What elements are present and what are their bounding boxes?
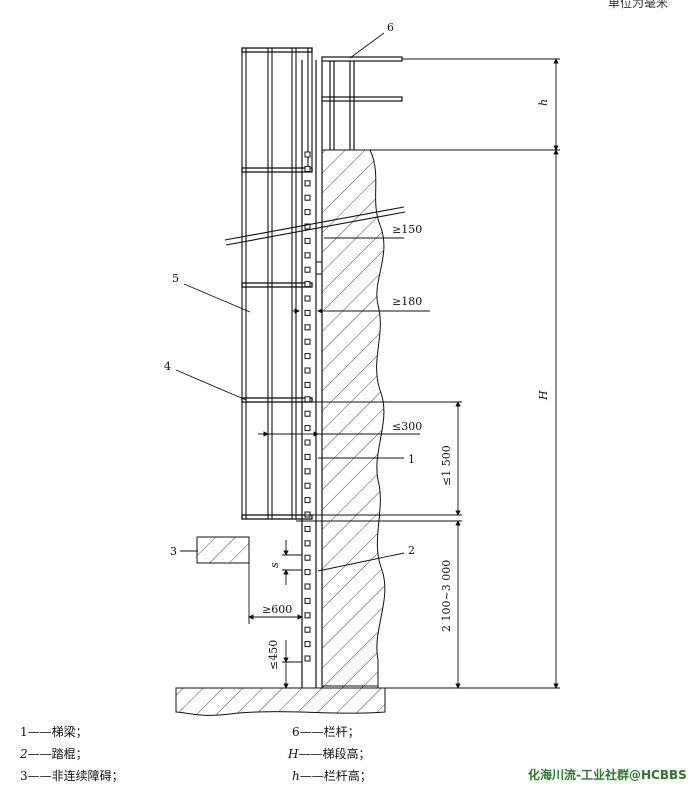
rung xyxy=(304,353,311,360)
ladder-rungs xyxy=(304,151,311,662)
legend-key: 6 xyxy=(292,725,300,739)
rung xyxy=(304,655,311,662)
rung xyxy=(304,151,311,158)
dim-1500-label: ≤1 500 xyxy=(440,445,453,486)
dim-150-label: ≥150 xyxy=(392,223,422,236)
rung xyxy=(304,641,311,648)
cage-vertical-bars xyxy=(241,48,313,519)
rung xyxy=(304,338,311,345)
legend-text: 梯段高； xyxy=(322,747,371,761)
bracket xyxy=(315,238,323,275)
rung xyxy=(304,468,311,475)
rung xyxy=(304,180,311,187)
rung xyxy=(304,266,311,273)
callout-5: 5 xyxy=(172,272,179,285)
legend-text: 踏棍； xyxy=(51,747,88,761)
callout-3: 3 xyxy=(170,545,177,558)
rung xyxy=(304,381,311,388)
obstacle-hatched xyxy=(196,536,250,564)
rung xyxy=(304,612,311,619)
rung xyxy=(304,439,311,446)
legend-key: 3 xyxy=(20,769,28,783)
rung xyxy=(304,223,311,230)
watermark: 化海川流-工业社群@HCBBS xyxy=(528,768,687,782)
legend-key: h xyxy=(292,769,300,783)
legend-item-1: 1——梯梁； xyxy=(20,724,88,740)
wall-hatched xyxy=(321,149,386,689)
legend-key: H xyxy=(288,747,299,761)
legend-dash: —— xyxy=(27,725,52,739)
rung xyxy=(304,525,311,532)
callout-6: 6 xyxy=(387,21,394,34)
legend-dash: —— xyxy=(27,769,52,783)
rung xyxy=(304,626,311,633)
rung xyxy=(304,367,311,374)
dim-2100-3000 xyxy=(296,520,462,689)
rung xyxy=(304,209,311,216)
guardrail xyxy=(321,56,403,150)
dim-H-label: H xyxy=(537,390,550,401)
dim-h xyxy=(402,58,560,151)
dim-450-label: ≤450 xyxy=(267,640,280,670)
legend-text: 非连续障碍； xyxy=(51,769,124,783)
ladder-stiles xyxy=(301,60,323,688)
rung xyxy=(304,425,311,432)
unit-note: 单位为毫米 xyxy=(608,0,669,10)
rung xyxy=(304,482,311,489)
rung xyxy=(304,194,311,201)
legend-text: 梯梁； xyxy=(51,725,88,739)
ground-hatched xyxy=(175,685,386,716)
rung xyxy=(304,309,311,316)
rung xyxy=(304,295,311,302)
dim-600-label: ≥600 xyxy=(262,603,292,616)
rung xyxy=(304,324,311,331)
callout-4: 4 xyxy=(164,360,171,373)
diagonal-pipe xyxy=(224,206,406,246)
rung xyxy=(304,497,311,504)
dim-600 xyxy=(248,563,303,624)
rung xyxy=(304,252,311,259)
legend-text: 栏杆高； xyxy=(323,769,372,783)
dim-150 xyxy=(321,237,404,250)
dim-s-label: s xyxy=(268,562,281,568)
rung xyxy=(304,597,311,604)
rung xyxy=(304,511,311,518)
dim-300-label: ≤300 xyxy=(392,420,422,433)
legend-item-2: 2——踏棍； xyxy=(20,746,88,762)
rung xyxy=(304,540,311,547)
legend-key: 1 xyxy=(20,725,28,739)
legend-dash: —— xyxy=(299,725,324,739)
dim-180-label: ≥180 xyxy=(392,295,422,308)
rung xyxy=(304,583,311,590)
dim-s xyxy=(282,540,302,585)
legend-key: 2 xyxy=(20,747,28,761)
rung xyxy=(304,569,311,576)
rung xyxy=(304,165,311,172)
legend-text: 栏杆； xyxy=(323,725,360,739)
legend-dash: —— xyxy=(299,769,324,783)
dim-450 xyxy=(282,640,302,689)
rung xyxy=(304,396,311,403)
rung xyxy=(304,281,311,288)
legend-item-H: H——梯段高； xyxy=(288,746,370,762)
legend-item-3: 3——非连续障碍； xyxy=(20,768,124,784)
leader-lines xyxy=(175,32,405,572)
legend-item-6: 6——栏杆； xyxy=(292,724,360,740)
rung xyxy=(304,554,311,561)
legend-item-h: h——栏杆高； xyxy=(292,768,372,784)
legend-dash: —— xyxy=(298,747,323,761)
callout-2: 2 xyxy=(408,544,415,557)
rung xyxy=(304,410,311,417)
rung xyxy=(304,453,311,460)
dim-H xyxy=(385,149,560,689)
dim-h-label: h xyxy=(537,99,550,106)
dim-2100-3000-label: 2 100~3 000 xyxy=(440,560,453,632)
dim-1500 xyxy=(296,401,462,516)
legend-dash: —— xyxy=(27,747,52,761)
callout-1: 1 xyxy=(408,453,415,466)
rung xyxy=(304,237,311,244)
